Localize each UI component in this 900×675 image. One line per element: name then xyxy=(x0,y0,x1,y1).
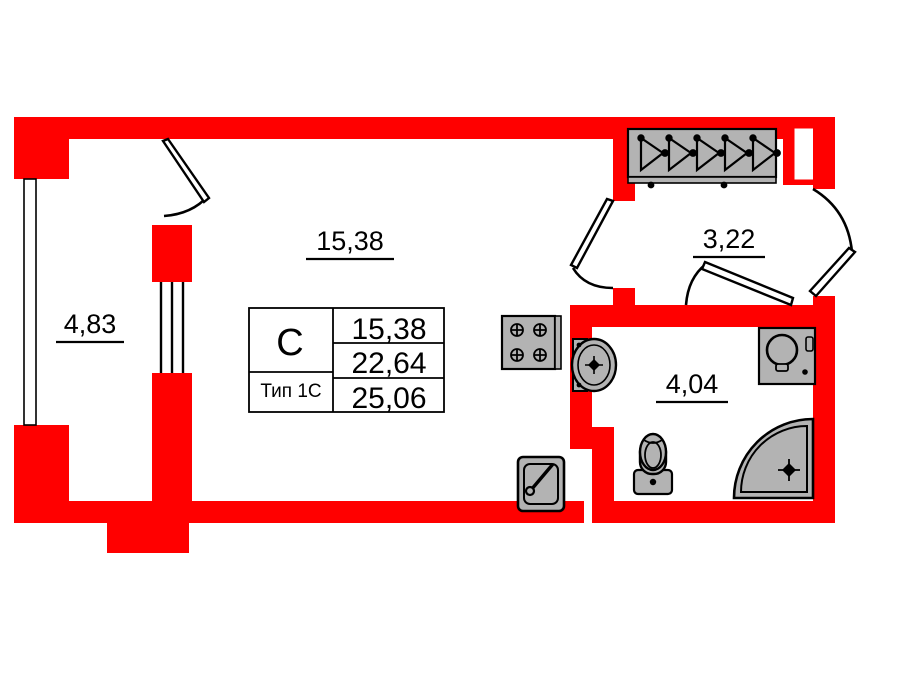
shower-tray-drain xyxy=(778,459,800,481)
wall-living-top-main xyxy=(192,117,635,139)
wall-right-upper xyxy=(813,117,835,189)
bathroom-door xyxy=(684,260,795,307)
info-table-living-area: 15,38 xyxy=(351,313,426,346)
stove-burner-4 xyxy=(533,348,547,362)
coat-rack-hook-4 xyxy=(721,134,753,173)
coat-rack-hook-5 xyxy=(749,134,781,173)
stove-burner-3 xyxy=(510,348,524,362)
wash-basin-drain xyxy=(585,356,603,374)
info-table-type: Тип 1С xyxy=(260,381,321,402)
coat-rack xyxy=(626,127,781,189)
wall-balcony-bottom xyxy=(14,501,189,523)
kitchen-sink xyxy=(516,455,566,513)
hall-door-left-arc xyxy=(571,267,614,290)
shower-tray-inner xyxy=(739,424,808,493)
washing-machine-tray xyxy=(805,336,814,352)
coat-rack-hook-3 xyxy=(693,134,725,173)
washing-machine xyxy=(757,326,817,386)
wash-basin-tap-b xyxy=(576,382,582,388)
wall-hall-niche-void xyxy=(794,128,816,180)
coat-rack-rail xyxy=(627,176,777,184)
room-label-balcony-text: 4,83 xyxy=(64,309,117,339)
washing-machine-door xyxy=(765,333,799,367)
hall-door-left-leaf xyxy=(569,197,615,270)
room-label-living: 15,38 xyxy=(306,226,394,261)
bathroom-door-leaf xyxy=(700,260,795,307)
kitchen-sink-faucet-head xyxy=(524,485,536,497)
front-door-right-leaf xyxy=(808,246,857,298)
stove-burners xyxy=(510,323,547,362)
toilet-bowl-inner xyxy=(644,441,662,469)
wall-balcony-top xyxy=(14,117,164,139)
toilet-lid-line xyxy=(643,439,663,444)
wall-nub-right-b xyxy=(828,430,835,448)
windows-group xyxy=(23,178,188,426)
toilet-flush-button xyxy=(649,478,657,486)
balcony-glazing xyxy=(23,178,37,426)
info-table-total-area: 25,06 xyxy=(351,382,426,415)
toilet xyxy=(632,432,674,496)
shower-tray xyxy=(732,417,815,500)
stove-body xyxy=(500,314,557,371)
front-door-right-arc xyxy=(812,187,854,253)
wall-living-top xyxy=(164,117,192,139)
entry-door-left-leaf xyxy=(161,137,211,204)
wall-nub-right-a xyxy=(828,360,835,378)
washing-machine-knob xyxy=(802,369,808,375)
coat-rack-foot-left xyxy=(647,181,655,189)
room-label-living-text: 15,38 xyxy=(316,226,384,256)
wall-pier-lower xyxy=(152,373,192,523)
coat-rack-hook-2 xyxy=(665,134,697,173)
kitchen-sink-basin xyxy=(523,463,559,505)
wall-living-bottom xyxy=(164,501,584,523)
room-label-bathroom: 4,04 xyxy=(656,369,728,404)
wall-pier-upper xyxy=(152,225,192,282)
wall-bath-top xyxy=(570,305,835,327)
doors-group xyxy=(161,137,857,307)
washing-machine-latch xyxy=(775,363,789,372)
hall-door-left xyxy=(569,197,615,290)
info-table: C Тип 1С 15,38 22,64 25,06 xyxy=(248,307,445,415)
coat-rack-hooks xyxy=(637,134,781,173)
entry-door-left xyxy=(161,137,211,218)
wall-balcony-bottom-step xyxy=(107,523,189,553)
room-label-hall: 3,22 xyxy=(693,224,765,259)
stove-burner-2 xyxy=(533,323,547,337)
coat-rack-foot-right xyxy=(720,181,728,189)
front-door-right xyxy=(808,187,857,298)
room-label-balcony: 4,83 xyxy=(56,309,124,344)
room-label-bathroom-text: 4,04 xyxy=(666,369,719,399)
room-label-hall-text: 3,22 xyxy=(703,224,756,254)
wash-basin-tap-a xyxy=(576,342,582,348)
stove-burner-1 xyxy=(510,323,524,337)
stove-edge xyxy=(554,315,562,370)
wall-right-lower xyxy=(813,296,835,523)
fixtures-group xyxy=(500,127,817,513)
wall-bath-left-lower-2 xyxy=(592,427,614,523)
wall-bath-bottom xyxy=(592,501,835,523)
room-labels: 4,83 15,38 3,22 4,04 xyxy=(56,224,765,404)
info-table-usable-area: 22,64 xyxy=(351,347,426,380)
stove xyxy=(500,314,562,371)
coat-rack-hook-1 xyxy=(637,134,669,173)
wash-basin xyxy=(570,337,618,393)
info-table-frame xyxy=(248,307,445,413)
info-table-letter: C xyxy=(276,322,303,364)
kitchen-sink-faucet-arm xyxy=(529,462,555,492)
